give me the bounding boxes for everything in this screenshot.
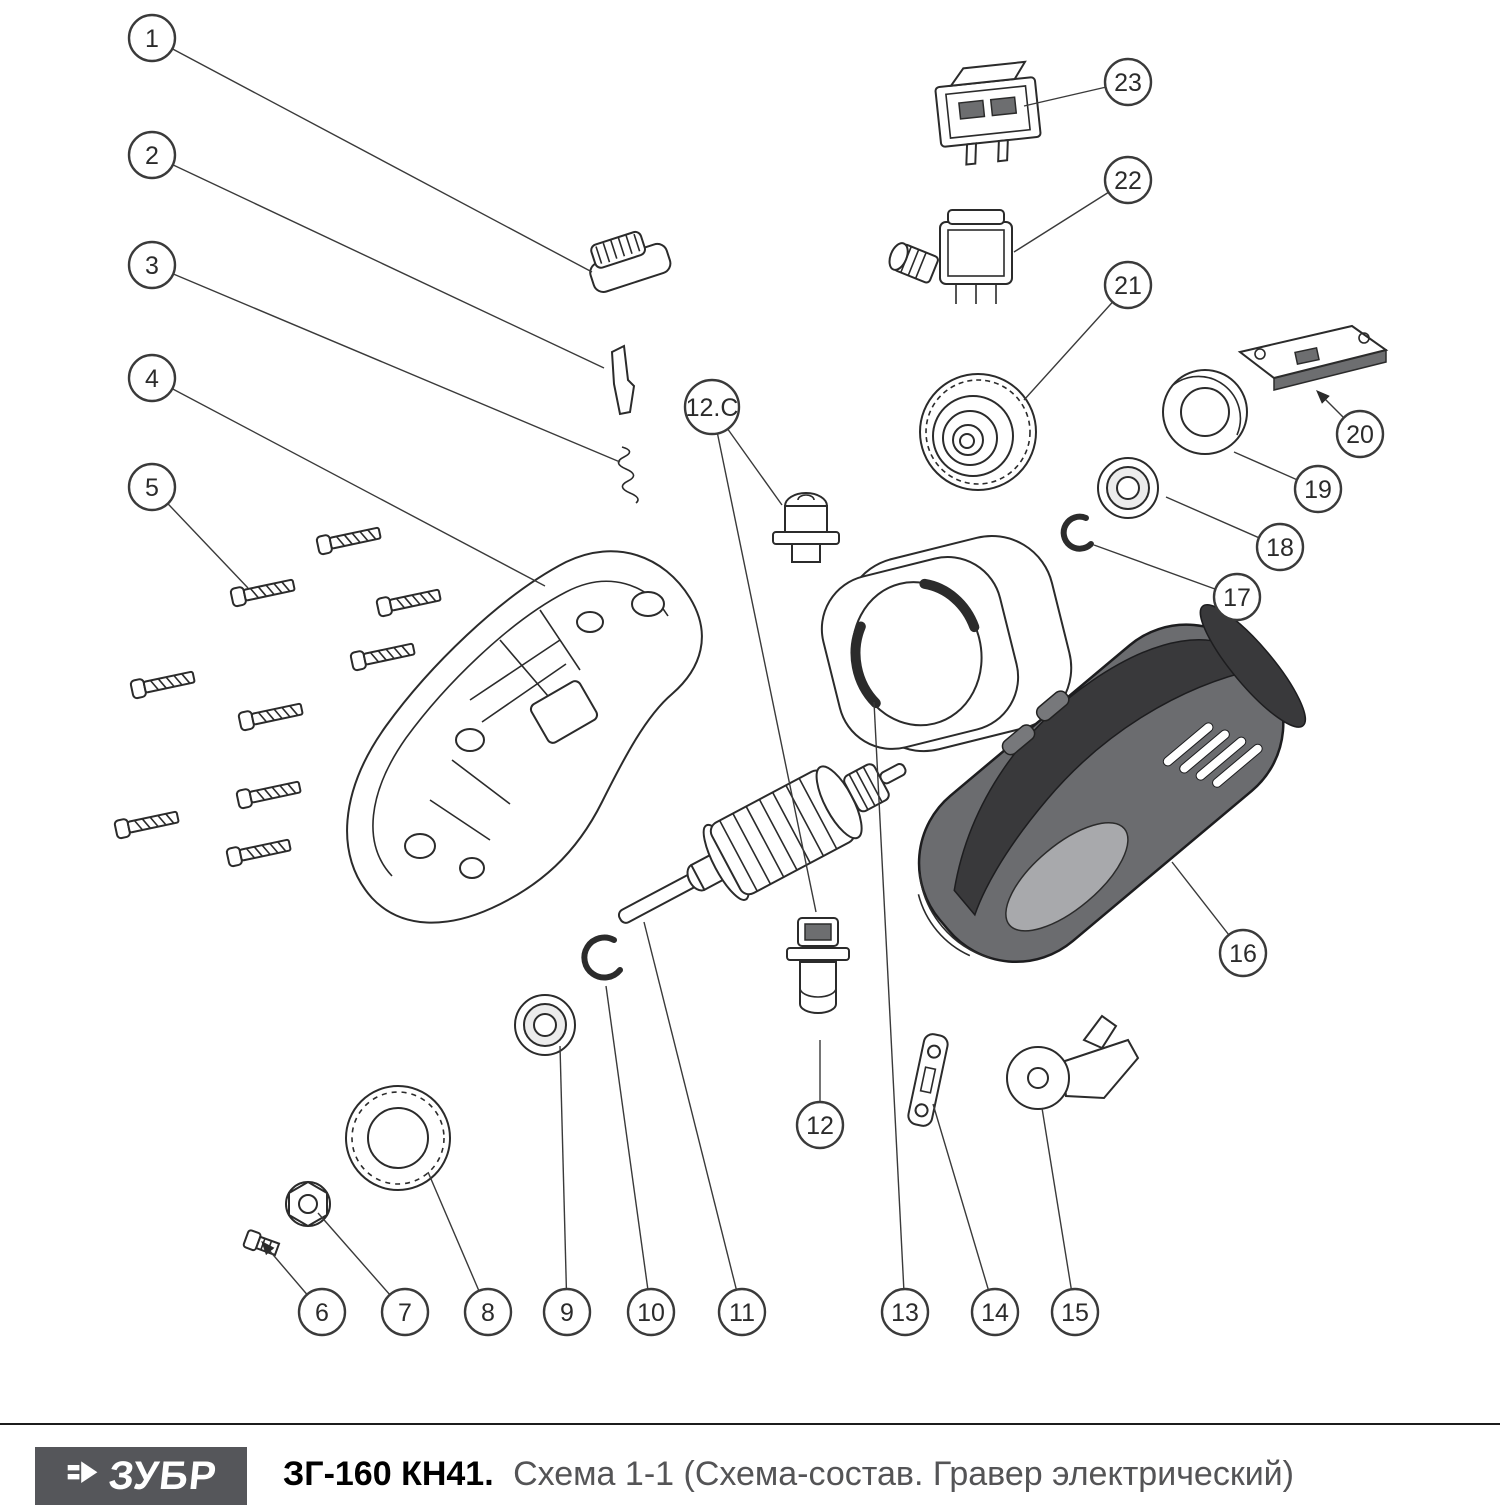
part-stator — [820, 534, 1073, 753]
callout-23: 23 — [1103, 57, 1153, 107]
part-housing-left-half — [346, 550, 703, 924]
callout-13: 13 — [880, 1287, 930, 1337]
callout-4: 4 — [127, 353, 177, 403]
svg-text:19: 19 — [1304, 476, 1332, 504]
svg-text:9: 9 — [560, 1299, 574, 1327]
svg-text:6: 6 — [315, 1299, 329, 1327]
part-slider-switch — [589, 230, 672, 293]
svg-text:15: 15 — [1061, 1299, 1089, 1327]
part-main-housing — [917, 604, 1307, 964]
svg-text:22: 22 — [1114, 167, 1142, 195]
svg-text:12.C: 12.C — [686, 394, 739, 422]
part-switch-lever — [610, 344, 636, 416]
svg-text:17: 17 — [1223, 584, 1251, 612]
svg-text:21: 21 — [1114, 272, 1142, 300]
part-nose-cover — [345, 1085, 451, 1191]
leader-line-13 — [873, 701, 906, 1313]
leader-line-17 — [1093, 544, 1238, 598]
svg-text:8: 8 — [481, 1299, 495, 1327]
leader-line-21 — [1023, 284, 1129, 401]
svg-text:3: 3 — [145, 252, 159, 280]
scheme-subtitle: Схема 1-1 (Схема-состав. Гравер электрич… — [513, 1455, 1294, 1493]
part-brush-holder-lower — [786, 917, 850, 1014]
leader-line-2 — [151, 154, 605, 369]
footer: ЗУБР ЗГ-160 КН41. Схема 1-1 (Схема-соста… — [0, 1423, 1500, 1505]
brand-name: ЗУБР — [106, 1454, 220, 1498]
svg-text:14: 14 — [981, 1299, 1009, 1327]
svg-text:5: 5 — [145, 474, 159, 502]
part-potentiometer — [888, 209, 1013, 304]
part-rubber-ring — [1162, 369, 1248, 455]
svg-text:12: 12 — [806, 1112, 834, 1140]
svg-text:11: 11 — [729, 1299, 755, 1327]
callout-16: 16 — [1218, 928, 1268, 978]
svg-text:2: 2 — [145, 142, 159, 170]
svg-text:18: 18 — [1266, 534, 1294, 562]
part-brush-holder-upper — [772, 492, 840, 563]
part-rocker-switch — [934, 60, 1042, 166]
callout-3: 3 — [127, 240, 177, 290]
part-bearing-rear — [1097, 457, 1159, 519]
part-circuit-board — [1237, 324, 1389, 391]
callout-15: 15 — [1050, 1287, 1100, 1337]
svg-text:20: 20 — [1346, 421, 1374, 449]
callout-20: 20 — [1335, 409, 1385, 459]
leader-line-9 — [559, 1045, 568, 1313]
callout-21: 21 — [1103, 260, 1153, 310]
callout-19: 19 — [1293, 464, 1343, 514]
part-circlip-rear — [1060, 513, 1094, 552]
callout-5: 5 — [127, 462, 177, 512]
callout-18: 18 — [1255, 522, 1305, 572]
callout-14: 14 — [970, 1287, 1020, 1337]
leader-line-15 — [1041, 1107, 1076, 1313]
part-bearing-front — [514, 994, 576, 1056]
part-brush-cover-plate — [907, 1033, 949, 1127]
svg-text:1: 1 — [145, 25, 159, 53]
part-lock-lever — [1006, 1014, 1140, 1110]
callout-11: 11 — [717, 1287, 767, 1337]
leader-line-10 — [605, 985, 652, 1313]
svg-text:16: 16 — [1229, 940, 1257, 968]
svg-text:13: 13 — [891, 1299, 919, 1327]
callout-9: 9 — [542, 1287, 592, 1337]
part-spring — [617, 446, 639, 504]
brand-arrow-icon — [65, 1456, 101, 1497]
callout-6: 6 — [297, 1287, 347, 1337]
callout-1: 1 — [127, 13, 177, 63]
svg-text:10: 10 — [637, 1299, 665, 1327]
callout-22: 22 — [1103, 155, 1153, 205]
callout-12: 12 — [795, 1100, 845, 1150]
svg-text:7: 7 — [398, 1299, 412, 1327]
parts-layer — [113, 60, 1389, 1257]
callout-17: 17 — [1212, 572, 1262, 622]
part-circlip-front — [581, 934, 623, 981]
leader-line-1 — [151, 37, 593, 273]
housing-vents — [1162, 722, 1263, 788]
leader-line-12.C — [711, 406, 817, 913]
leader-line-14 — [932, 1103, 996, 1313]
callout-7: 7 — [380, 1287, 430, 1337]
brand-logo: ЗУБР — [35, 1447, 247, 1505]
callout-10: 10 — [626, 1287, 676, 1337]
svg-text:23: 23 — [1114, 69, 1142, 97]
model-number: ЗГ-160 КН41. — [283, 1455, 494, 1493]
part-collet — [242, 1229, 281, 1257]
part-armature — [617, 763, 907, 924]
leader-line-8 — [427, 1171, 489, 1313]
leader-line-3 — [151, 264, 621, 463]
callout-12.C: 12.C — [683, 378, 741, 436]
callout-2: 2 — [127, 130, 177, 180]
svg-text:4: 4 — [145, 365, 159, 393]
part-clutch-assembly — [919, 373, 1037, 491]
leader-line-11 — [643, 921, 743, 1313]
leader-line-4 — [151, 377, 546, 587]
footer-title: ЗГ-160 КН41. Схема 1-1 (Схема-состав. Гр… — [283, 1455, 1294, 1494]
callout-8: 8 — [463, 1287, 513, 1337]
